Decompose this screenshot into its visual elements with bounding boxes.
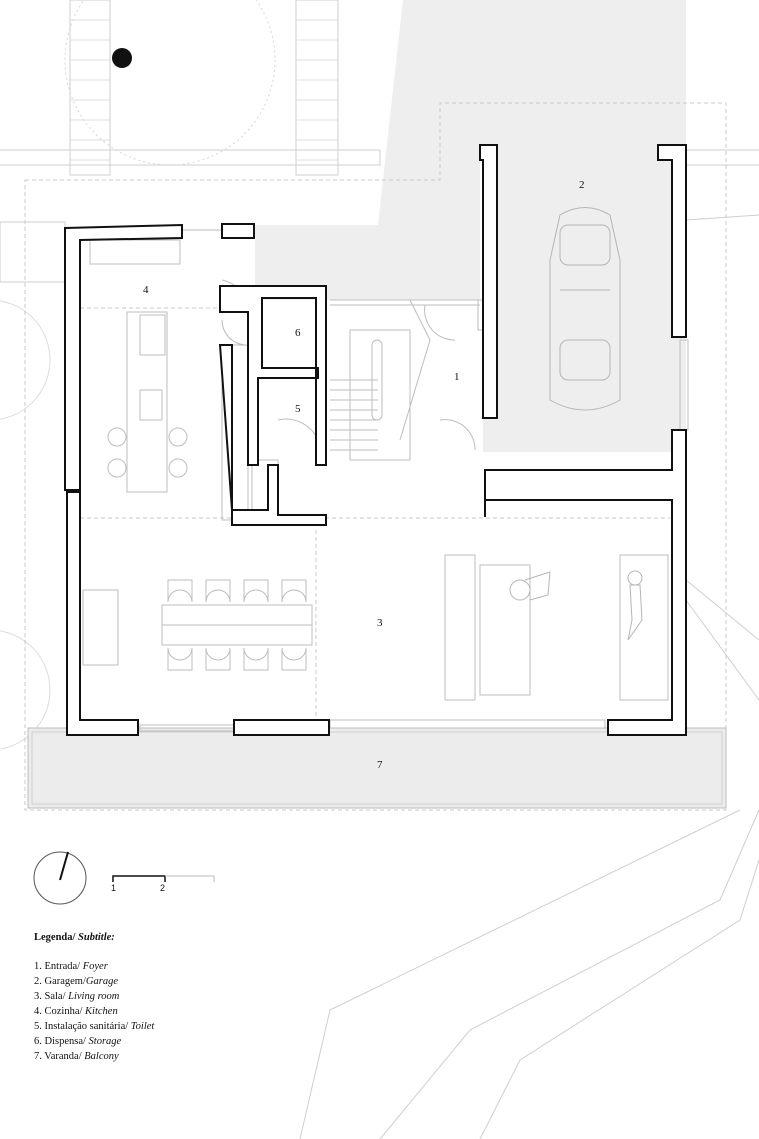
legend-item-en: Kitchen xyxy=(85,1006,118,1017)
legend-item-en: Garage xyxy=(85,976,118,987)
legend-item-en: Foyer xyxy=(82,961,108,972)
legend-item-pt: 6. Dispensa/ xyxy=(34,1036,86,1047)
room-label-3: 3 xyxy=(377,617,383,629)
legend-item: 1. Entrada/ Foyer xyxy=(34,959,434,974)
legend-item: 6. Dispensa/ Storage xyxy=(34,1034,434,1049)
chairs xyxy=(107,427,307,671)
legend-item: 2. Garagem/Garage xyxy=(34,974,434,989)
legend-item-pt: 4. Cozinha/ xyxy=(34,1006,83,1017)
room-label-6: 6 xyxy=(295,327,301,339)
tree-marker xyxy=(112,48,132,68)
scale-bar xyxy=(112,875,215,882)
legend-title-pt: Legenda/ xyxy=(34,932,76,943)
legend-item-pt: 7. Varanda/ xyxy=(34,1051,82,1062)
legend-title-en: Subtitle: xyxy=(78,932,115,943)
legend: Legenda/ Subtitle: 1. Entrada/ Foyer 2. … xyxy=(34,930,434,1064)
legend-item-en: Storage xyxy=(88,1036,122,1047)
roof-outline xyxy=(24,102,727,811)
legend-item-en: Balcony xyxy=(84,1051,119,1062)
car xyxy=(549,207,621,411)
room-label-2: 2 xyxy=(579,179,585,191)
legend-title: Legenda/ Subtitle: xyxy=(34,930,434,945)
room-label-5: 5 xyxy=(295,403,301,415)
legend-item: 3. Sala/ Living room xyxy=(34,989,434,1004)
legend-item-pt: 3. Sala/ xyxy=(34,991,66,1002)
legend-item-en: Toilet xyxy=(130,1021,155,1032)
legend-item-pt: 1. Entrada/ xyxy=(34,961,81,972)
people xyxy=(509,570,643,641)
scale-label-1: 1 xyxy=(111,883,116,893)
garage-floor xyxy=(483,145,686,452)
legend-item: 5. Instalação sanitária/ Toilet xyxy=(34,1019,434,1034)
room-label-1: 1 xyxy=(454,371,460,383)
scale-label-2: 2 xyxy=(160,883,165,893)
balcony xyxy=(27,727,727,809)
driveway xyxy=(255,0,686,300)
walls xyxy=(64,144,687,736)
room-label-7: 7 xyxy=(377,759,383,771)
legend-item-pt: 5. Instalação sanitária/ xyxy=(34,1021,129,1032)
room-label-4: 4 xyxy=(143,284,149,296)
legend-item-pt: 2. Garagem/ xyxy=(34,976,86,987)
legend-item: 4. Cozinha/ Kitchen xyxy=(34,1004,434,1019)
legend-item: 7. Varanda/ Balcony xyxy=(34,1049,434,1064)
north-arrow-icon xyxy=(33,851,87,905)
legend-item-en: Living room xyxy=(68,991,120,1002)
